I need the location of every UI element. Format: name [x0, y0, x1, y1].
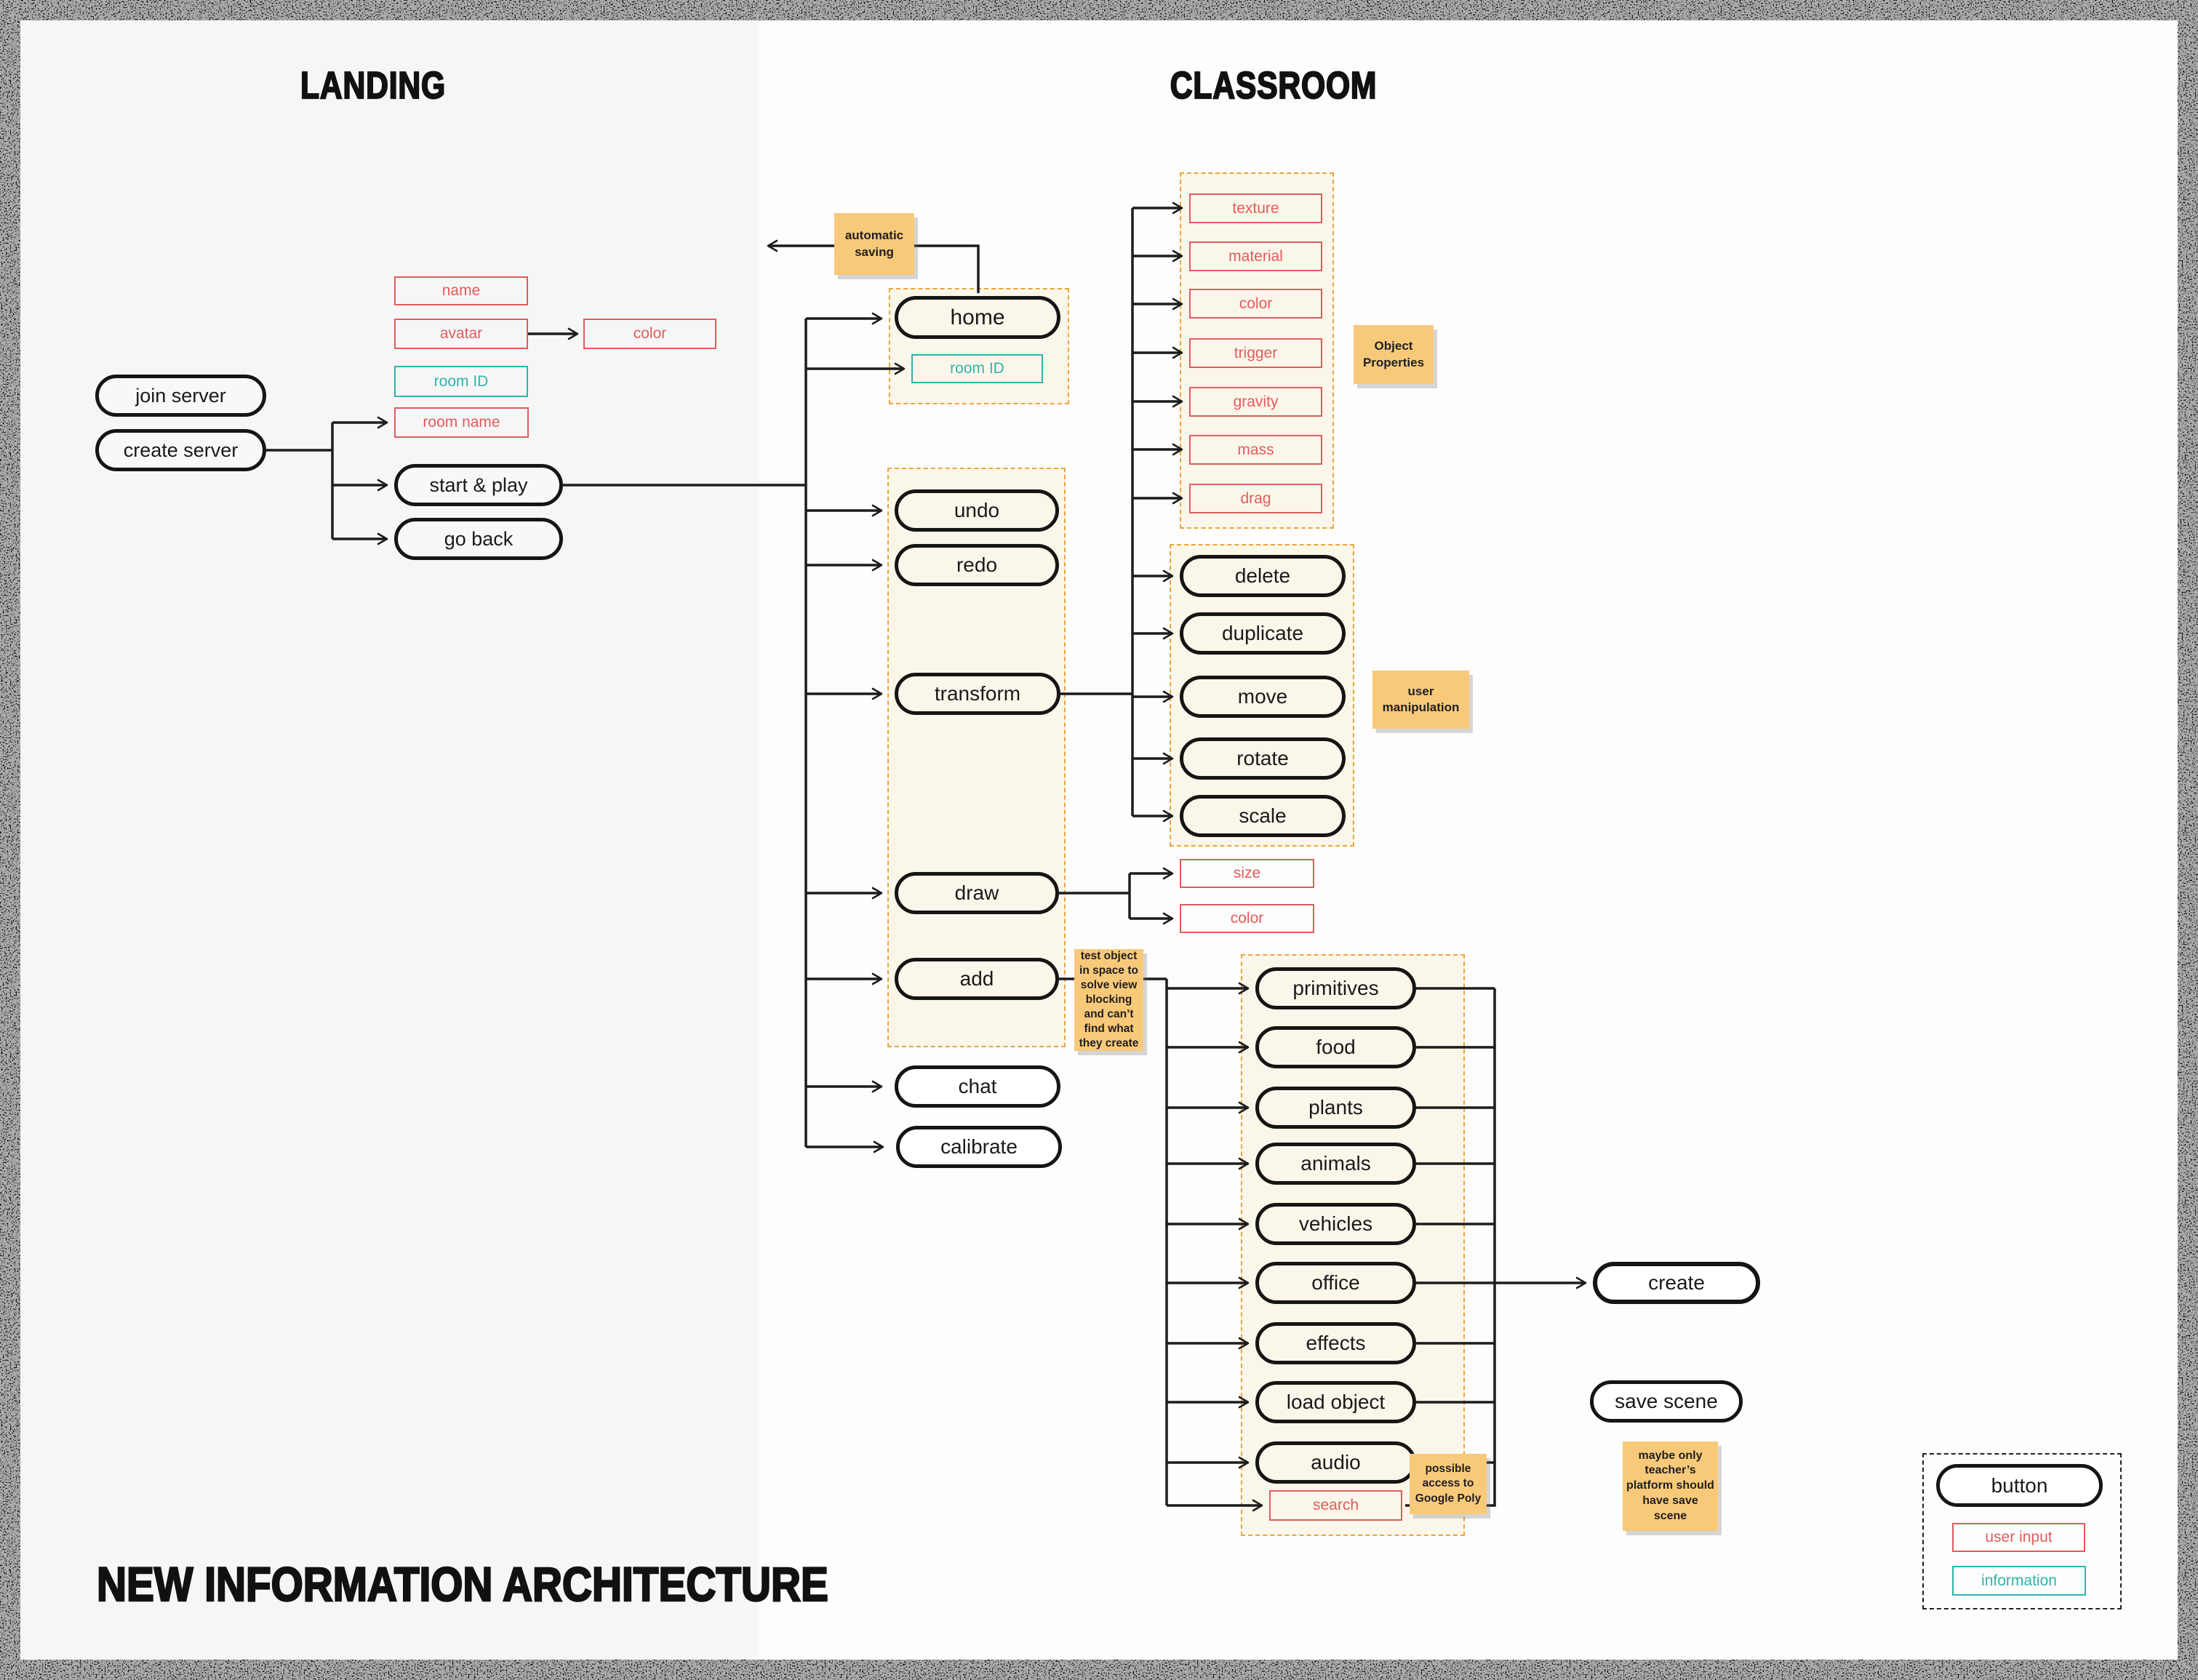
calibrate-button[interactable]: calibrate — [896, 1126, 1062, 1168]
material-input[interactable]: material — [1189, 241, 1322, 271]
audio-button[interactable]: audio — [1255, 1441, 1416, 1484]
move-button[interactable]: move — [1180, 676, 1346, 718]
automatic-saving-note: automatic saving — [834, 213, 914, 275]
plants-button[interactable]: plants — [1255, 1087, 1416, 1129]
load-object-button[interactable]: load object — [1255, 1381, 1416, 1423]
page-title: NEW INFORMATION ARCHITECTURE — [96, 1556, 829, 1612]
search-input[interactable]: search — [1269, 1490, 1402, 1521]
create-button[interactable]: create — [1593, 1262, 1760, 1304]
mass-input[interactable]: mass — [1189, 435, 1322, 465]
primitives-button[interactable]: primitives — [1255, 967, 1416, 1009]
draw-color-input[interactable]: color — [1180, 904, 1314, 933]
transform-button[interactable]: transform — [895, 673, 1060, 715]
join-server-button[interactable]: join server — [95, 375, 266, 417]
classroom-header: CLASSROOM — [1170, 64, 1378, 108]
home-button[interactable]: home — [895, 296, 1060, 339]
food-button[interactable]: food — [1255, 1026, 1416, 1068]
save-scene-note: maybe only teacher’s platform should hav… — [1623, 1441, 1718, 1531]
start-and-play-button[interactable]: start & play — [394, 464, 563, 506]
user-manipulation-note: user manipulation — [1372, 671, 1469, 729]
room-id-info: room ID — [394, 366, 528, 397]
redo-button[interactable]: redo — [895, 544, 1059, 586]
add-button[interactable]: add — [895, 958, 1059, 1000]
duplicate-button[interactable]: duplicate — [1180, 612, 1346, 655]
go-back-button[interactable]: go back — [394, 518, 563, 560]
effects-button[interactable]: effects — [1255, 1322, 1416, 1364]
create-server-button[interactable]: create server — [95, 429, 266, 471]
size-input[interactable]: size — [1180, 859, 1314, 888]
legend-information-sample: information — [1952, 1566, 2086, 1596]
delete-button[interactable]: delete — [1180, 555, 1346, 597]
texture-input[interactable]: texture — [1189, 193, 1322, 223]
landing-header: LANDING — [300, 64, 446, 108]
chat-button[interactable]: chat — [895, 1065, 1060, 1108]
avatar-input[interactable]: avatar — [394, 319, 528, 349]
save-scene-button[interactable]: save scene — [1590, 1380, 1743, 1423]
color-input[interactable]: color — [1189, 289, 1322, 319]
name-input[interactable]: name — [394, 276, 528, 305]
legend-button-sample: button — [1936, 1464, 2103, 1507]
scale-button[interactable]: scale — [1180, 795, 1346, 837]
google-poly-note: possible access to Google Poly — [1410, 1454, 1487, 1514]
draw-button[interactable]: draw — [895, 872, 1059, 914]
object-properties-note: Object Properties — [1354, 325, 1434, 384]
animals-button[interactable]: animals — [1255, 1143, 1416, 1185]
test-object-note: test object in space to solve view block… — [1074, 949, 1143, 1051]
classroom-room-id-info: room ID — [911, 354, 1043, 383]
rotate-button[interactable]: rotate — [1180, 737, 1346, 780]
gravity-input[interactable]: gravity — [1189, 387, 1322, 417]
room-name-input[interactable]: room name — [394, 407, 529, 438]
avatar-color-input[interactable]: color — [583, 319, 716, 349]
vehicles-button[interactable]: vehicles — [1255, 1203, 1416, 1245]
undo-button[interactable]: undo — [895, 489, 1059, 532]
trigger-input[interactable]: trigger — [1189, 338, 1322, 368]
office-button[interactable]: office — [1255, 1262, 1416, 1304]
drag-input[interactable]: drag — [1189, 484, 1322, 513]
legend-user-input-sample: user input — [1952, 1523, 2085, 1552]
